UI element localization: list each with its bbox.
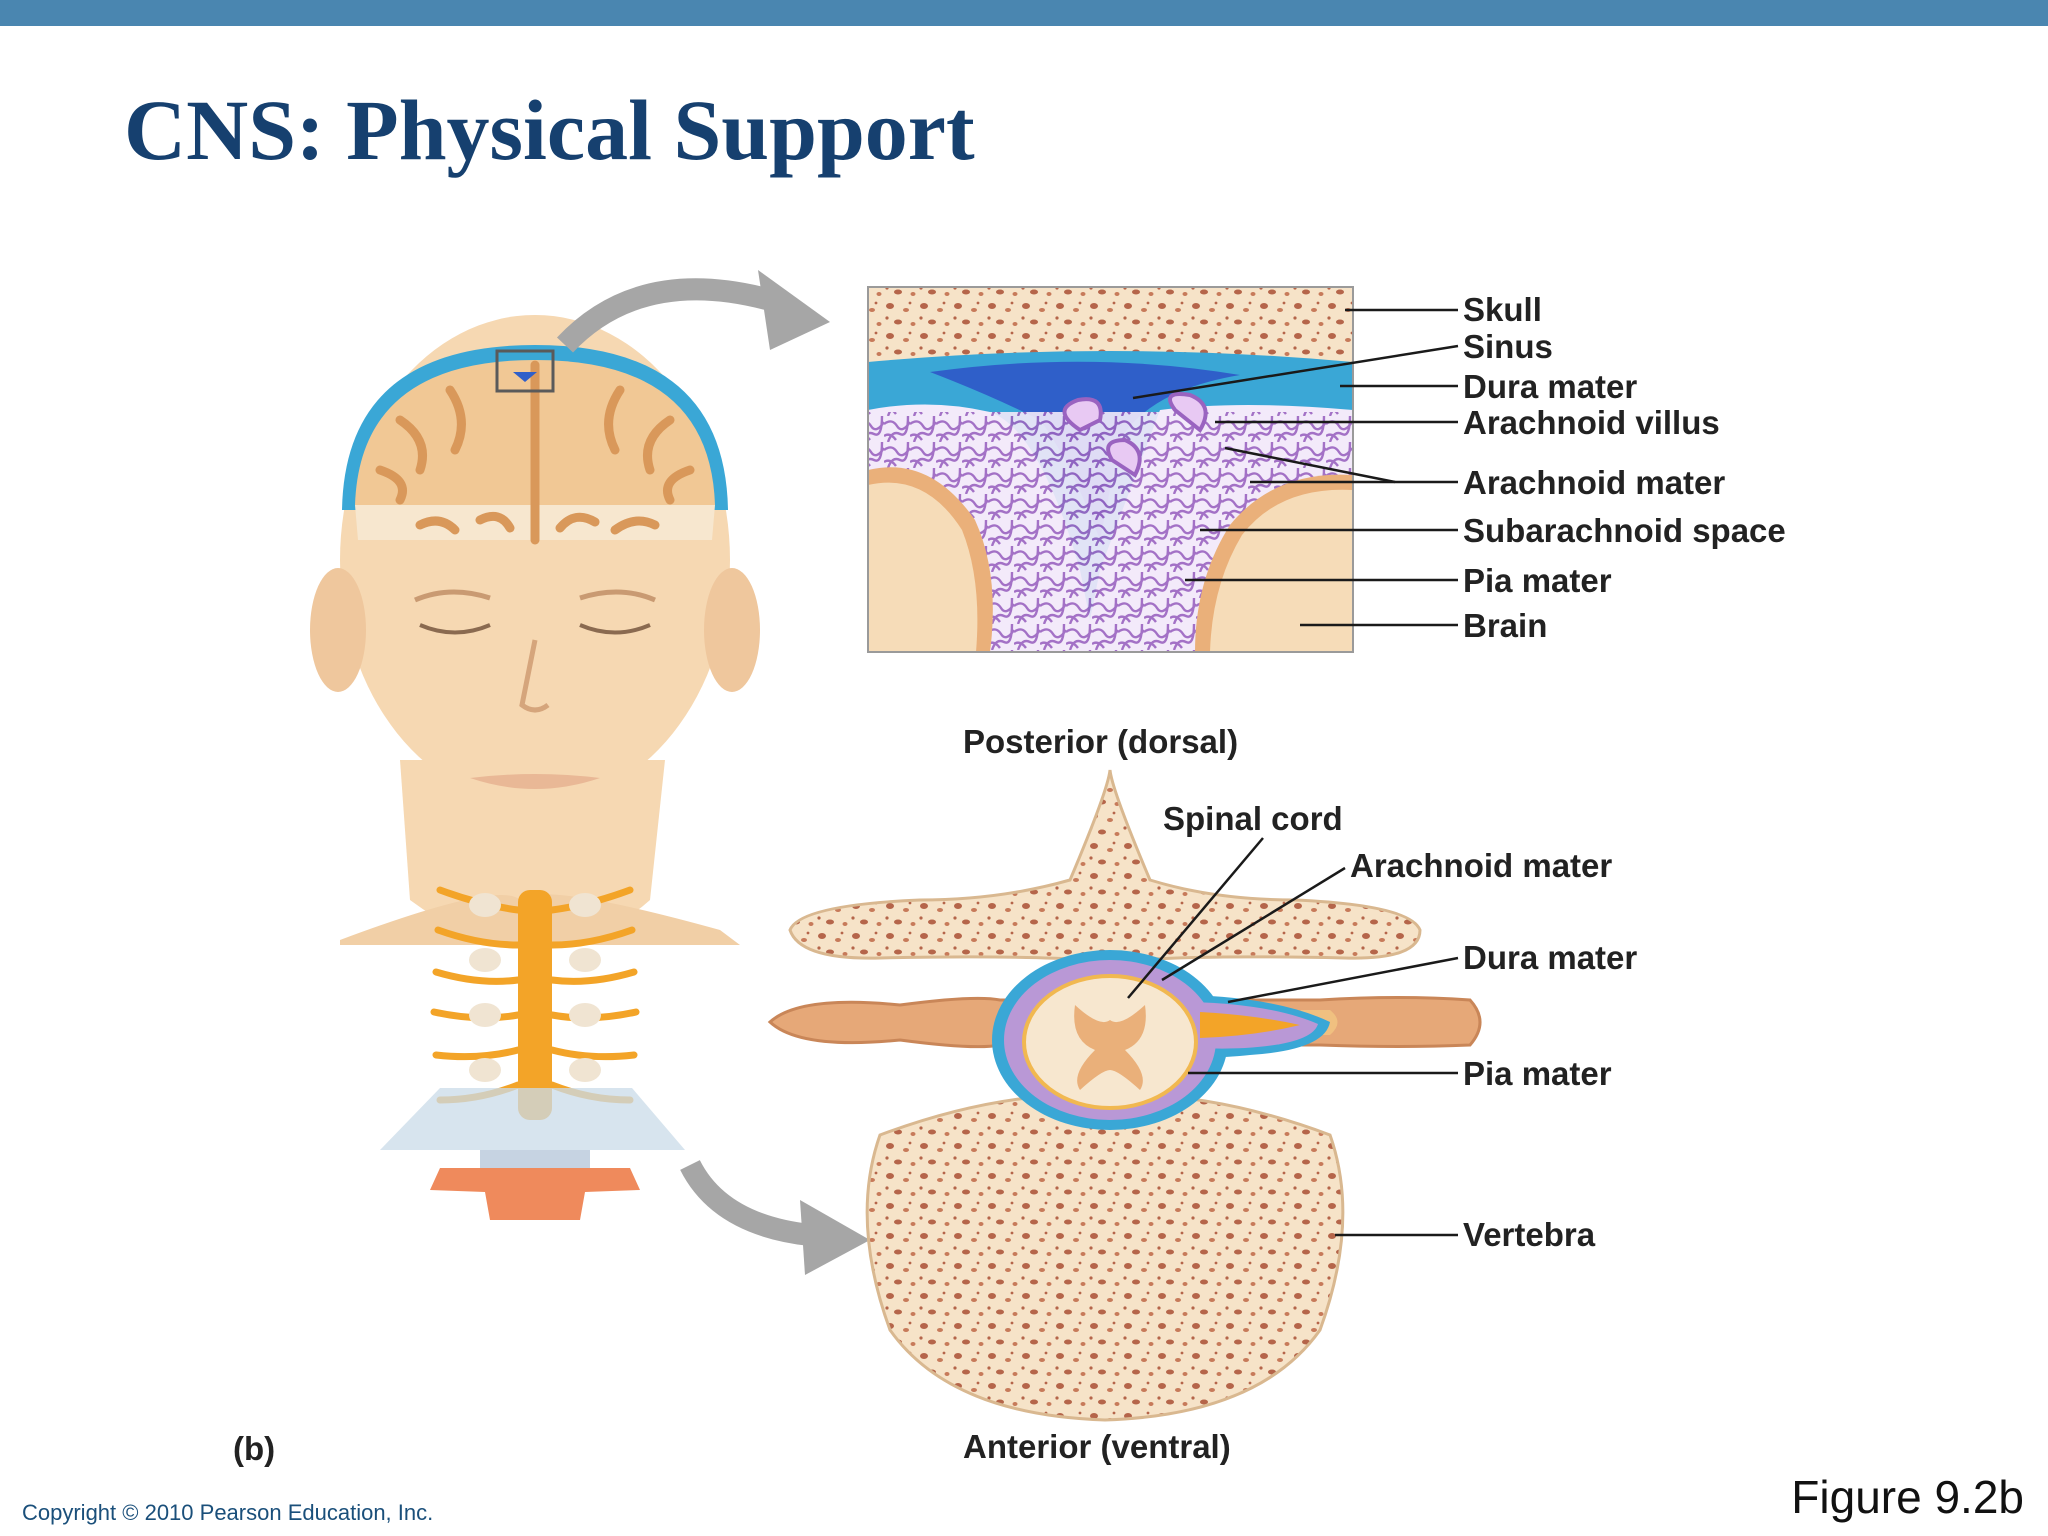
slide-title: CNS: Physical Support	[124, 82, 975, 178]
label-subarachnoid-space: Subarachnoid space	[1463, 512, 1786, 549]
label-pia-mater: Pia mater	[1463, 562, 1612, 599]
head-illustration	[310, 315, 760, 1220]
top-accent-bar	[0, 0, 2048, 26]
copyright-notice: Copyright © 2010 Pearson Education, Inc.	[22, 1500, 434, 1525]
label-brain: Brain	[1463, 607, 1547, 644]
spinal-leader-lines	[1127, 837, 1459, 1237]
label-skull: Skull	[1463, 291, 1542, 328]
figure-label: Figure 9.2b	[1791, 1471, 2024, 1523]
label-arachnoid-mater: Arachnoid mater	[1463, 464, 1725, 501]
label-sinus: Sinus	[1463, 328, 1553, 365]
label-spinal-cord: Spinal cord	[1163, 800, 1343, 837]
label-posterior-dorsal: Posterior (dorsal)	[963, 723, 1238, 760]
spinal-labels: Posterior (dorsal) Spinal cord Arachnoid…	[233, 723, 1637, 1467]
inset-leader-lines	[1132, 308, 1459, 627]
label-spinal-pia-mater: Pia mater	[1463, 1055, 1612, 1092]
panel-letter: (b)	[233, 1430, 275, 1467]
meninges-inset	[867, 286, 1354, 653]
inset-labels: Skull Sinus Dura mater Arachnoid villus …	[1463, 291, 1786, 644]
label-dura-mater: Dura mater	[1463, 368, 1637, 405]
label-spinal-dura-mater: Dura mater	[1463, 939, 1637, 976]
label-arachnoid-villus: Arachnoid villus	[1463, 404, 1720, 441]
label-vertebra: Vertebra	[1463, 1216, 1596, 1253]
label-anterior-ventral: Anterior (ventral)	[963, 1428, 1231, 1465]
label-spinal-arachnoid-mater: Arachnoid mater	[1350, 847, 1612, 884]
